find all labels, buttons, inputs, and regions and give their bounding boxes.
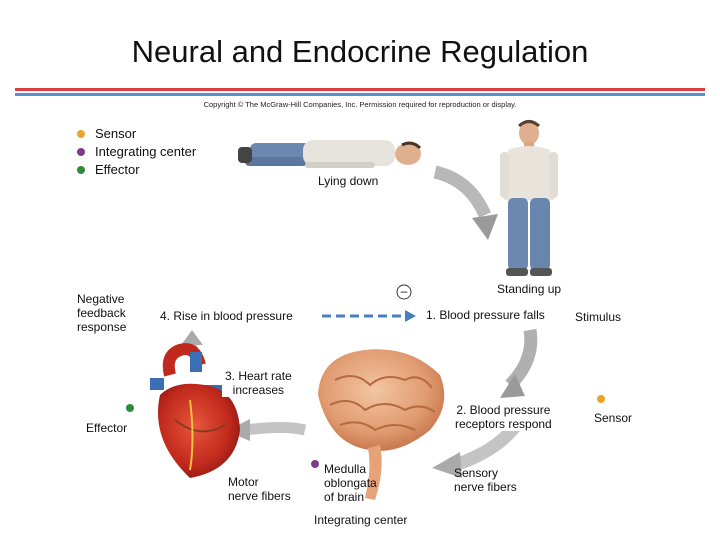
text-line: 2. Blood pressure — [456, 403, 551, 417]
blood-pressure-falls-label: 1. Blood pressure falls — [426, 308, 545, 322]
text-line: 3. Heart rate — [225, 369, 292, 383]
title-rule-blue — [15, 93, 705, 96]
text-line: nerve fibers — [228, 489, 291, 503]
sensor-marker-dot — [597, 395, 605, 403]
text-line: Sensory — [454, 466, 499, 480]
heart-rate-label: 3. Heart rate increases — [222, 369, 295, 397]
rise-blood-pressure-label: 4. Rise in blood pressure — [160, 309, 293, 323]
text-line: response — [77, 320, 127, 334]
heart-illustration — [150, 343, 240, 478]
legend-item-effector: Effector — [77, 161, 140, 179]
effector-marker-dot — [126, 404, 134, 412]
medulla-oblongata-label: Medulla oblongata of brain — [324, 462, 377, 504]
negative-feedback-label: Negative feedback response — [77, 292, 126, 334]
integrating-center-dot-icon — [77, 147, 85, 156]
text-line: Motor — [228, 475, 259, 489]
legend-item-sensor: Sensor — [77, 125, 136, 143]
text-line: feedback — [77, 306, 126, 320]
copyright-notice: Copyright © The McGraw-Hill Companies, I… — [203, 100, 517, 109]
text-line: of brain — [324, 490, 365, 504]
receptors-respond-label: 2. Blood pressure receptors respond — [452, 403, 555, 431]
text-line: Medulla — [324, 462, 367, 476]
feedback-dashed-arrow — [322, 310, 416, 322]
legend-label: Integrating center — [95, 144, 197, 159]
sensor-label: Sensor — [594, 411, 633, 425]
legend-item-integrating-center: Integrating center — [77, 143, 196, 161]
lying-down-label: Lying down — [318, 174, 379, 188]
standing-up-label: Standing up — [497, 282, 562, 296]
minus-circle-icon — [396, 284, 412, 300]
effector-dot-icon — [77, 165, 85, 174]
arrow-top-right — [433, 165, 498, 240]
sensor-dot-icon — [77, 129, 85, 138]
integrating-center-marker-dot — [311, 460, 319, 468]
motor-nerve-fibers-label: Motor nerve fibers — [228, 475, 291, 503]
brain-illustration — [318, 349, 445, 500]
title-rule-red — [15, 88, 705, 91]
effector-label: Effector — [86, 421, 128, 435]
arrow-right-down — [500, 328, 538, 398]
text-line: oblongata — [324, 476, 377, 490]
text-line: increases — [232, 383, 285, 397]
legend-label: Sensor — [95, 126, 137, 141]
standing-person-illustration — [500, 120, 558, 276]
lying-person-illustration — [238, 140, 422, 168]
page-title: Neural and Endocrine Regulation — [131, 34, 589, 69]
integrating-center-label: Integrating center — [314, 513, 408, 527]
text-line: receptors respond — [455, 417, 552, 431]
sensory-nerve-fibers-label: Sensory nerve fibers — [454, 466, 517, 494]
text-line: Negative — [77, 292, 125, 306]
minus-sign: – — [400, 284, 408, 298]
text-line: nerve fibers — [454, 480, 517, 494]
stimulus-label: Stimulus — [575, 310, 622, 324]
legend-label: Effector — [95, 162, 140, 177]
